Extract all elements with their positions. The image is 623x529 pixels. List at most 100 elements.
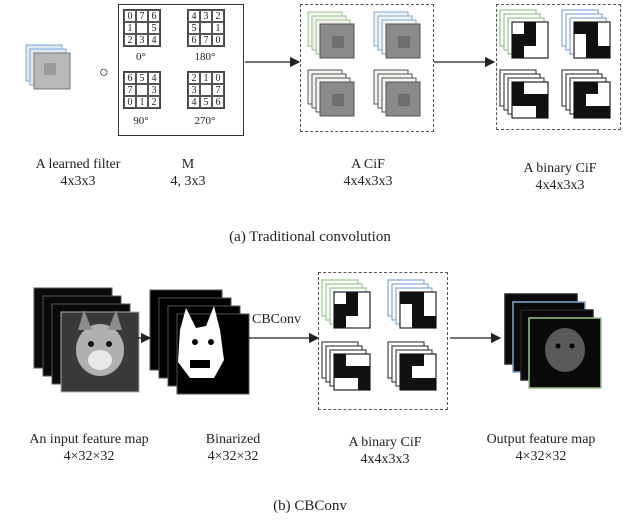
m-cell: 2 — [188, 72, 200, 84]
m-cell — [200, 22, 212, 34]
bcif-a1-cell — [524, 34, 536, 46]
m-cell: 0 — [124, 10, 136, 22]
binary-cif-box-a — [496, 4, 621, 130]
binary-cif-dims-a: 4x4x3x3 — [535, 178, 585, 193]
bcif-b3-cell — [358, 378, 370, 390]
m-cell: 0 — [124, 96, 136, 108]
m-cell: 1 — [124, 22, 136, 34]
m-cell: 6 — [148, 10, 160, 22]
output-dog-eye — [555, 343, 561, 349]
bcif-b2-cell — [412, 292, 424, 304]
caption-a: (a) Traditional convolution — [229, 229, 391, 245]
bcif-a4-cell — [574, 94, 586, 106]
cif-box — [300, 4, 434, 132]
input-label: An input feature map 4×32×32 — [8, 431, 170, 465]
bcif-a4-cell — [586, 82, 598, 94]
m-cell — [200, 84, 212, 96]
binary-cif-box-b — [318, 272, 448, 410]
m-cell: 3 — [136, 34, 148, 46]
bcif-a3-cell — [512, 94, 524, 106]
bcif-a3-cell — [536, 94, 548, 106]
bcif-a1-cell — [524, 22, 536, 34]
input-dims: 4×32×32 — [63, 449, 115, 464]
output-dog-face — [545, 328, 585, 372]
bcif-b4-cell — [400, 378, 412, 390]
m-cell: 5 — [188, 22, 200, 34]
cbconv-arrow-label: CBConv — [252, 312, 302, 327]
bcif-b4-cell — [412, 378, 424, 390]
output-title: Output feature map — [486, 432, 596, 447]
bcif-b2-cell — [412, 316, 424, 328]
bcif-b3-cell — [334, 354, 346, 366]
m-cell: 1 — [212, 22, 224, 34]
input-dog-ear — [108, 310, 122, 330]
m-cell: 6 — [124, 72, 136, 84]
input-dog-muzzle — [88, 350, 112, 370]
bcif-a4-cell — [586, 106, 598, 118]
m-label: M 4, 3x3 — [148, 156, 228, 190]
bcif-a1-cell — [512, 34, 524, 46]
m-cell: 7 — [124, 84, 136, 96]
bcif-b1-cell — [334, 304, 346, 316]
bcif-b2-cell — [424, 316, 436, 328]
bcif-a2-cell — [586, 34, 598, 46]
m-dims: 4, 3x3 — [170, 174, 206, 189]
filter-dims: 4x3x3 — [60, 174, 96, 189]
bcif-a2-cell — [598, 46, 610, 58]
bcif-b2-cell — [400, 292, 412, 304]
m-cell: 5 — [148, 22, 160, 34]
filter-center — [44, 63, 56, 75]
m-cell: 7 — [212, 84, 224, 96]
angle-label-0: 0° — [136, 51, 146, 63]
binary-cif-title-b: A binary CiF — [348, 435, 422, 450]
m-cell — [136, 22, 148, 34]
binarized-spot — [192, 339, 198, 345]
binarized-spot — [208, 339, 214, 345]
operator-symbol: ○ — [99, 64, 109, 81]
m-cell: 7 — [200, 34, 212, 46]
m-cell: 0 — [212, 34, 224, 46]
input-dog-eye — [106, 341, 112, 347]
m-cell — [136, 84, 148, 96]
m-cell: 5 — [200, 96, 212, 108]
bcif-a4-cell — [574, 106, 586, 118]
m-cell: 5 — [136, 72, 148, 84]
cif-stack-2-center — [398, 36, 410, 48]
bcif-b3-cell — [334, 366, 346, 378]
binarized-title: Binarized — [205, 432, 261, 447]
binarized-spot — [190, 360, 210, 368]
angle-label-180: 180° — [194, 51, 216, 63]
m-cell: 4 — [148, 34, 160, 46]
bcif-a1-cell — [512, 46, 524, 58]
bcif-b1-cell — [346, 304, 358, 316]
m-cell: 7 — [136, 10, 148, 22]
binarized-dims: 4×32×32 — [207, 449, 259, 464]
input-title: An input feature map — [29, 432, 149, 447]
bcif-a3-cell — [536, 106, 548, 118]
bcif-b3-cell — [346, 366, 358, 378]
m-cell: 2 — [148, 96, 160, 108]
m-cell: 6 — [212, 96, 224, 108]
output-dims: 4×32×32 — [515, 449, 567, 464]
bcif-a3-cell — [512, 82, 524, 94]
bcif-b1-cell — [346, 292, 358, 304]
bcif-b3-cell — [358, 366, 370, 378]
m-cell: 2 — [124, 34, 136, 46]
input-dog-ear — [78, 310, 92, 330]
m-cell: 4 — [188, 96, 200, 108]
binary-cif-label-a: A binary CiF 4x4x3x3 — [505, 160, 615, 194]
bcif-a3-cell — [524, 94, 536, 106]
binary-cif-dims-b: 4x4x3x3 — [360, 452, 410, 467]
input-dog-eye — [88, 341, 94, 347]
bcif-b2-cell — [412, 304, 424, 316]
m-cell: 3 — [200, 10, 212, 22]
binarized-label: Binarized 4×32×32 — [188, 431, 278, 465]
output-label: Output feature map 4×32×32 — [466, 431, 616, 465]
bcif-a2-cell — [574, 22, 586, 34]
m-cell: 4 — [188, 10, 200, 22]
cif-stack-3-center — [332, 94, 344, 106]
